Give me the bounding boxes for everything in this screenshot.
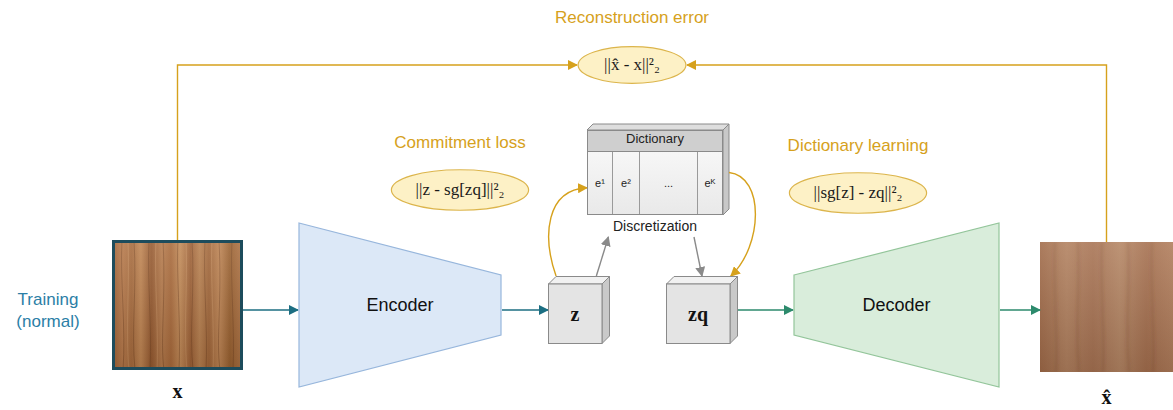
cube-top [667,277,738,285]
connector [596,237,608,276]
code-vector: eᴷ [705,177,716,189]
output-label: x̂ [1040,386,1173,409]
loss-title: Commitment loss [394,133,525,153]
cube-side [730,277,738,344]
loss-title: Dictionary learning [788,136,929,156]
codebook-cell: e² [613,152,640,214]
cube-top [549,277,610,285]
codebook-cell: ... [640,152,698,214]
dictionary-3d-faces [587,124,729,215]
ellipse-shape [789,173,926,213]
decoder-block: Decoder [793,222,1000,388]
connector [502,309,548,310]
input-label: x [115,380,240,403]
trapezoid-shape [299,223,501,387]
loss-formula: ||x̂ - x||²₂ [604,55,660,75]
loss-ellipse: Dictionary learning||sg[z] - zq||²₂ [788,171,928,215]
codebook-cell: eᴷ [698,152,722,214]
output-image: x̂ [1040,242,1173,372]
codebook-cell: e¹ [588,152,613,214]
trapezoid-shape [794,223,999,387]
output-wood-texture [1040,242,1173,372]
quantized-cube: zq [666,276,738,344]
dictionary-title: Dictionary [588,131,722,152]
connector [738,309,793,310]
connector [549,188,587,276]
latent-label: z [548,284,602,344]
connector [1000,309,1040,310]
loss-ellipse: Reconstruction error||x̂ - x||²₂ [577,45,687,85]
connector [729,173,755,277]
dictionary-box: DictionaryDiscretizatione¹e²...eᴷ [587,130,723,215]
block-label: Encoder [366,295,433,316]
discretization-label: Discretization [613,218,697,234]
cube-front [549,284,603,344]
loss-title: Reconstruction error [555,8,709,28]
code-vector: e¹ [595,177,605,189]
cube-front [667,284,731,344]
input-image: x [112,240,243,370]
loss-formula: ||z - sg[zq]||²₂ [416,180,505,200]
ellipse-shape [391,170,528,210]
code-vector: e² [621,177,631,189]
ellipse-shape [578,47,686,84]
loss-formula: ||sg[z] - zq||²₂ [814,183,903,203]
latent-label: zq [666,284,730,344]
input-wood-texture [112,240,243,370]
loss-ellipse: Commitment loss||z - sg[zq]||²₂ [390,168,530,212]
connector [694,237,702,276]
encoder-block: Encoder [298,222,502,388]
connector [243,309,298,310]
block-label: Decoder [862,295,930,316]
ellipsis: ... [664,177,673,189]
side-label: Training (normal) [0,289,96,333]
cube-side [602,277,610,344]
connector [687,65,1107,242]
latent-cube: z [548,276,610,344]
connector [178,65,578,240]
